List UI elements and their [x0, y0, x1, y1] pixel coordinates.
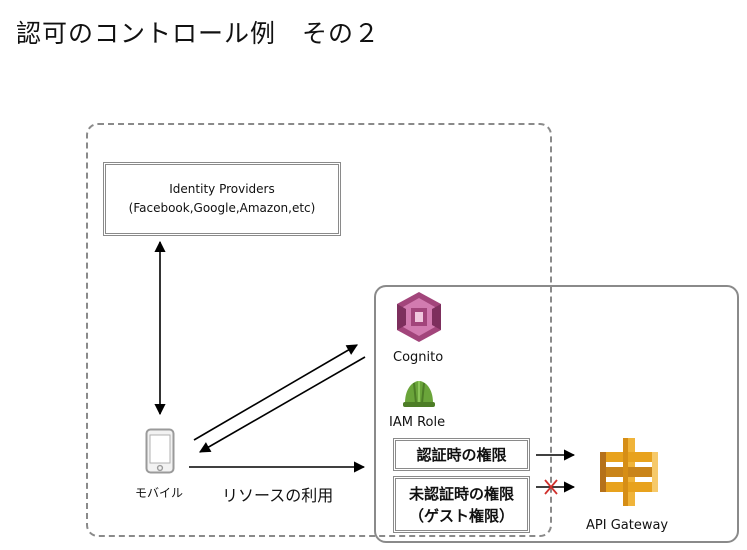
iam-role-label: IAM Role	[389, 415, 446, 430]
client-scope-dashed-frame	[86, 123, 552, 537]
authenticated-permission-label: 認証時の権限	[416, 445, 507, 464]
authenticated-permission-box: 認証時の権限	[393, 438, 530, 471]
guest-permission-label: （ゲスト権限）	[408, 506, 514, 525]
mobile-label: モバイル	[135, 486, 184, 500]
slide-title: 認可のコントロール例 その２	[16, 19, 381, 48]
cognito-icon	[394, 290, 444, 344]
identity-providers-examples: (Facebook,Google,Amazon,etc)	[128, 201, 316, 215]
aws-scope-frame	[374, 285, 739, 543]
api-gateway-icon	[598, 436, 660, 508]
mobile-to-cognito-arrow	[193, 344, 358, 441]
identity-providers-title: Identity Providers	[169, 182, 275, 196]
api-gateway-label: API Gateway	[586, 518, 669, 533]
cognito-to-mobile-arrow	[199, 356, 366, 453]
resource-use-label: リソースの利用	[222, 486, 334, 505]
cognito-label: Cognito	[393, 350, 444, 365]
blocked-x-icon	[544, 479, 558, 495]
unauthenticated-permission-box: 未認証時の権限 （ゲスト権限）	[393, 476, 530, 533]
smartphone-icon	[145, 428, 175, 474]
iam-helmet-icon	[402, 377, 436, 411]
unauthenticated-permission-label: 未認証時の権限	[408, 484, 514, 503]
identity-providers-box: Identity Providers (Facebook,Google,Amaz…	[103, 162, 341, 236]
